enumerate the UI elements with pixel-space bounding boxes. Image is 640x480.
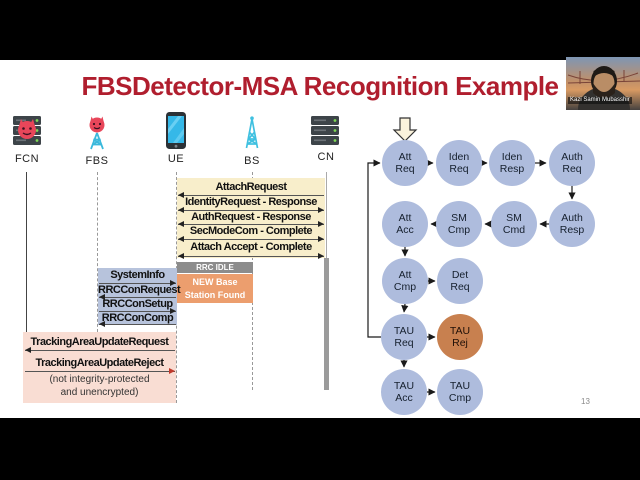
presentation-slide: FBSDetector-MSA Recognition Example	[0, 57, 640, 418]
rrc-idle-status: RRC IDLE	[177, 262, 253, 273]
new-base-station-status: NEW Base Station Found	[177, 274, 253, 303]
arrow-tau-request	[25, 347, 175, 353]
slide-title: FBSDetector-MSA Recognition Example	[81, 71, 559, 101]
entity-label-cn: CN	[317, 151, 335, 163]
entity-label-fcn: FCN	[14, 153, 40, 165]
tau-note-line1: (not integrity-protected	[49, 374, 150, 385]
fbs-lifeline	[97, 172, 98, 332]
msg-rrcconrequest: RRCConRequest	[98, 284, 181, 296]
new-base-line2: Station Found	[184, 290, 246, 300]
entity-label-ue: UE	[167, 153, 185, 165]
cn-activation-bar	[324, 258, 329, 390]
arrow-auth-request	[178, 221, 324, 227]
arrow-attach-request	[178, 192, 324, 198]
msg-tau-request: TrackingAreaUpdateRequest	[30, 336, 169, 348]
msg-attach-accept: Attach Accept - Complete	[190, 241, 312, 253]
fcn-lifeline	[26, 172, 27, 332]
msg-rrcconsetup: RRCConSetup	[102, 298, 173, 310]
msg-systeminfo: SystemInfo	[110, 269, 165, 281]
new-base-line1: NEW Base	[192, 277, 238, 287]
fsm-transition-arrows	[367, 117, 576, 396]
msg-identity-request: IdentityRequest - Response	[185, 196, 317, 208]
arrow-systeminfo	[99, 280, 176, 286]
arrow-rrcconrequest	[99, 294, 176, 300]
msg-tau-reject: TrackingAreaUpdateReject	[35, 357, 165, 369]
arrow-attach-accept	[178, 253, 324, 259]
msg-attach-request: AttachRequest	[215, 181, 287, 193]
msg-secmodecom: SecModeCom - Complete	[189, 225, 313, 237]
rrc-connection-block	[98, 268, 177, 325]
tracking-area-update-block	[23, 332, 176, 403]
webcam-name-label: Kazi Samin Mubasshir	[568, 97, 632, 104]
fbs-fake-base-station-icon	[79, 115, 115, 156]
arrow-identity-request	[178, 207, 324, 213]
attach-procedure-block	[177, 178, 325, 258]
tau-note-line2: and unencrypted)	[60, 387, 139, 398]
start-arrow-icon	[392, 117, 418, 142]
arrow-tau-reject	[25, 368, 175, 374]
cn-lifeline	[326, 172, 327, 258]
arrow-rrcconsetup	[99, 308, 176, 314]
arrow-secmodecom	[178, 236, 324, 242]
page-number: 13	[581, 397, 590, 406]
arrow-rrcconcomp	[99, 321, 176, 327]
entity-label-bs: BS	[244, 155, 260, 167]
bs-cell-tower-icon	[234, 115, 270, 156]
msg-rrcconcomp: RRCConComp	[101, 312, 174, 324]
cn-core-network-icon	[307, 113, 343, 154]
ue-phone-icon	[164, 111, 188, 156]
webcam-tile[interactable]: Kazi Samin Mubasshir	[566, 57, 640, 110]
msg-auth-request: AuthRequest - Response	[191, 211, 311, 223]
entity-label-fbs: FBS	[85, 155, 109, 167]
fcn-rogue-core-icon	[9, 113, 45, 154]
